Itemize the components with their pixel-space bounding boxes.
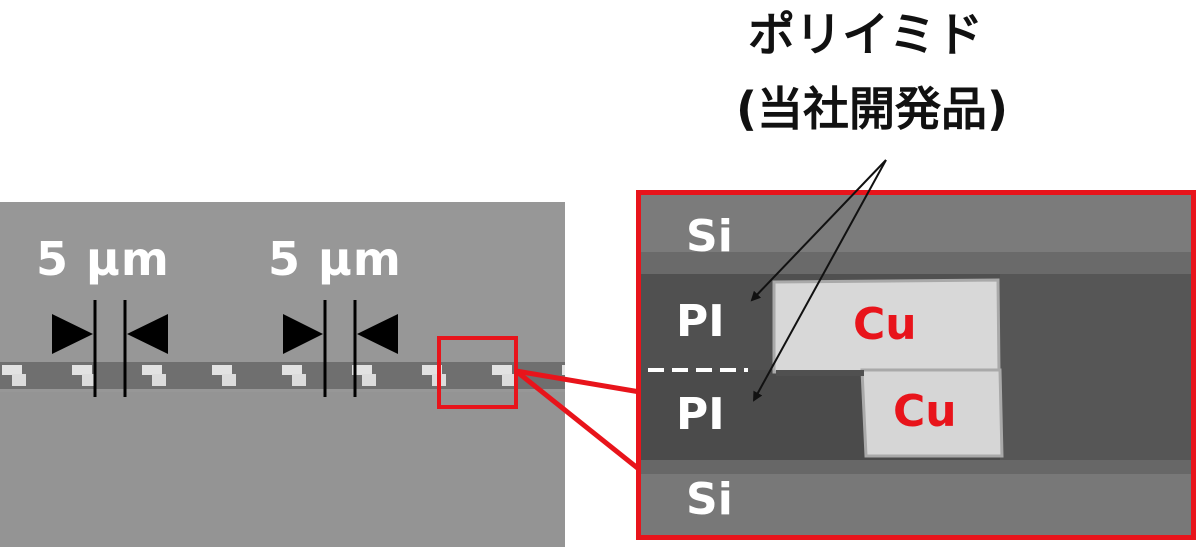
si-top-gradient <box>640 252 1192 274</box>
arrow-to-pi-bottom <box>753 159 887 402</box>
cu-bottom-label: Cu <box>893 386 957 437</box>
detail-frame <box>636 190 1196 540</box>
cu-pad-upper <box>492 365 512 375</box>
cu-pad-upper <box>352 365 372 375</box>
pitch-label-left: 5 µm <box>36 232 170 286</box>
cu-pad-lower <box>222 374 236 386</box>
si-bottom-gradient <box>640 460 1192 474</box>
cu-pad-upper <box>282 365 302 375</box>
cu-pad-row <box>2 365 565 386</box>
pitch-label-right: 5 µm <box>268 232 402 286</box>
cu-pad-lower <box>82 374 96 386</box>
pitch-marker-left <box>52 300 168 397</box>
si-bottom-label: Si <box>686 474 733 525</box>
pi-bottom-label: PI <box>676 389 725 440</box>
cu-pad-upper <box>2 365 22 375</box>
cu-pad-upper <box>422 365 442 375</box>
cu-bottom-pad <box>860 368 1004 458</box>
cu-top-label: Cu <box>853 299 917 350</box>
cu-pad-upper <box>72 365 92 375</box>
cu-pad-upper <box>562 365 565 375</box>
pi-top-label: PI <box>676 296 725 347</box>
cu-pad-upper <box>212 365 232 375</box>
callout-subtitle: (当社開発品) <box>736 82 1009 136</box>
callout-title: ポリイミド <box>748 8 983 63</box>
arrow-to-pi-top <box>750 159 887 302</box>
cu-pad-upper <box>142 365 162 375</box>
cu-interface-gap <box>776 370 864 376</box>
si-top-label: Si <box>686 211 733 262</box>
cu-pad-lower <box>152 374 166 386</box>
pitch-marker-right <box>283 300 398 397</box>
cu-pad-lower <box>502 374 516 386</box>
cu-pad-lower <box>12 374 26 386</box>
detail-cross-section <box>636 190 1196 540</box>
pi-right-region <box>1000 274 1192 460</box>
cu-pad-lower <box>292 374 306 386</box>
overview-sem-image <box>0 202 565 547</box>
cu-pad-lower <box>362 374 376 386</box>
overview-lower-substrate <box>0 392 565 547</box>
